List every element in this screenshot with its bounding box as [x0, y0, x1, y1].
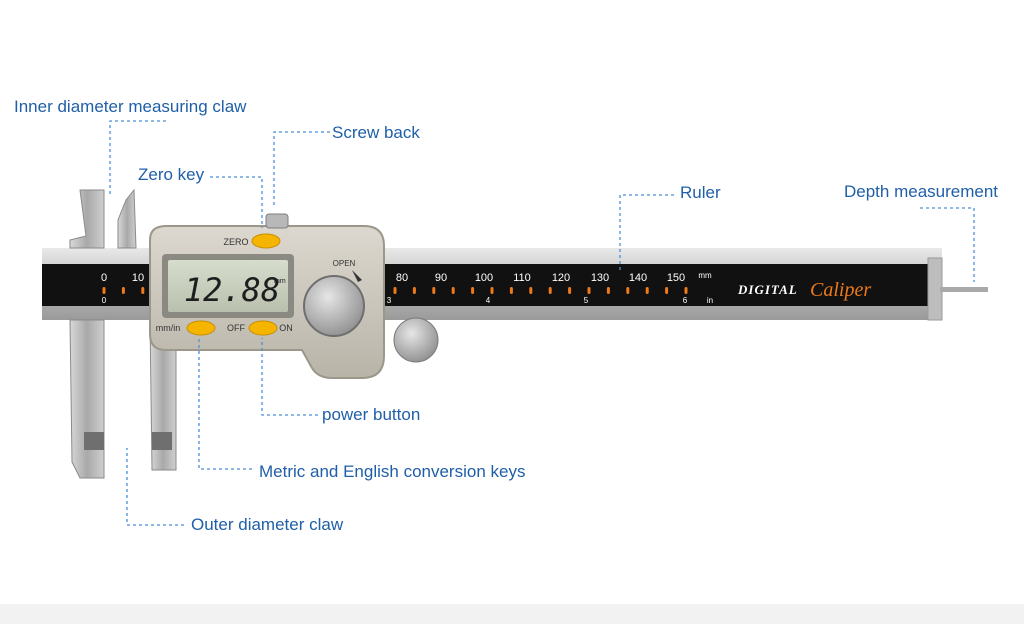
scale-dot — [490, 287, 494, 294]
lcd-unit: mm — [274, 278, 286, 285]
mm-tick-80: 80 — [396, 272, 408, 284]
footer-band — [0, 604, 1024, 624]
mm-in-button[interactable] — [186, 320, 216, 336]
brand-caliper: Caliper — [810, 279, 871, 301]
scale-dot — [471, 287, 475, 294]
leader-zero-key — [210, 176, 263, 228]
mm-unit: mm — [698, 271, 712, 280]
sliding-inner-claw — [117, 188, 137, 249]
zero-button[interactable] — [251, 233, 281, 249]
callout-ruler: Ruler — [680, 183, 721, 202]
fixed-jaw-tip — [84, 432, 104, 450]
mm-tick-110: 110 — [513, 272, 531, 284]
scale-dot — [606, 287, 610, 294]
scale-dot — [412, 287, 416, 294]
leader-ruler — [619, 194, 674, 270]
callout-conversion: Metric and English conversion keys — [259, 462, 526, 481]
in-tick-0: 0 — [102, 296, 107, 305]
scale-dot — [529, 287, 533, 294]
in-tick-6: 6 — [683, 296, 688, 305]
mm-in-label: mm/in — [156, 323, 181, 333]
scale-dot — [432, 287, 436, 294]
scale-dot — [451, 287, 455, 294]
thumb-roller[interactable] — [393, 317, 439, 363]
scale-dot — [393, 287, 397, 294]
mm-tick-150: 150 — [667, 272, 685, 284]
callout-depth: Depth measurement — [844, 182, 999, 201]
scale-dot — [141, 287, 145, 294]
scale-dot — [102, 287, 106, 294]
scale-dot — [684, 287, 688, 294]
fixed-inner-claw — [69, 189, 105, 249]
callout-outer-claw: Outer diameter claw — [191, 515, 344, 534]
callout-power: power button — [322, 405, 421, 424]
on-label: ON — [279, 323, 293, 333]
mm-tick-140: 140 — [629, 272, 647, 284]
scale-dot — [568, 287, 572, 294]
off-label: OFF — [227, 323, 245, 333]
locking-knob[interactable] — [303, 275, 365, 337]
leader-power — [261, 338, 318, 416]
scale-dot — [665, 287, 669, 294]
scale-dot — [645, 287, 649, 294]
open-label: OPEN — [333, 259, 356, 268]
scale-marks — [102, 287, 688, 294]
zero-label: ZERO — [223, 237, 248, 247]
lcd-reading: 12.88 — [184, 271, 280, 309]
scale-dot — [587, 287, 591, 294]
in-tick-5: 5 — [584, 296, 589, 305]
mm-tick-130: 130 — [591, 272, 609, 284]
callout-zero-key: Zero key — [138, 165, 205, 184]
leader-inner-claw — [109, 120, 166, 196]
lcd-screen — [168, 260, 288, 312]
mm-tick-0: 0 — [101, 272, 107, 284]
brand-digital: DIGITAL — [737, 282, 798, 297]
mm-tick-120: 120 — [552, 272, 570, 284]
callout-inner-claw: Inner diameter measuring claw — [14, 97, 247, 116]
in-unit: in — [707, 296, 713, 305]
mm-tick-10: 10 — [132, 272, 144, 284]
depth-rod — [940, 287, 988, 292]
in-tick-3: 3 — [387, 296, 392, 305]
sliding-jaw-tip — [152, 432, 172, 450]
leader-screw-back — [273, 131, 330, 206]
scale-dot — [121, 287, 125, 294]
on-off-button[interactable] — [248, 320, 278, 336]
scale-dot — [548, 287, 552, 294]
leader-outer-claw — [126, 448, 184, 526]
leader-lines — [109, 120, 975, 526]
leader-conversion — [198, 338, 252, 470]
callout-screw-back: Screw back — [332, 123, 420, 142]
in-tick-4: 4 — [486, 296, 491, 305]
leader-depth — [920, 207, 975, 282]
open-arrow-icon — [352, 270, 362, 282]
beam-end — [927, 257, 943, 321]
scale-dot — [626, 287, 630, 294]
mm-tick-90: 90 — [435, 272, 447, 284]
screw-back — [265, 213, 289, 229]
fixed-jaw — [69, 319, 105, 479]
scale-dot — [509, 287, 513, 294]
mm-tick-100: 100 — [475, 272, 493, 284]
